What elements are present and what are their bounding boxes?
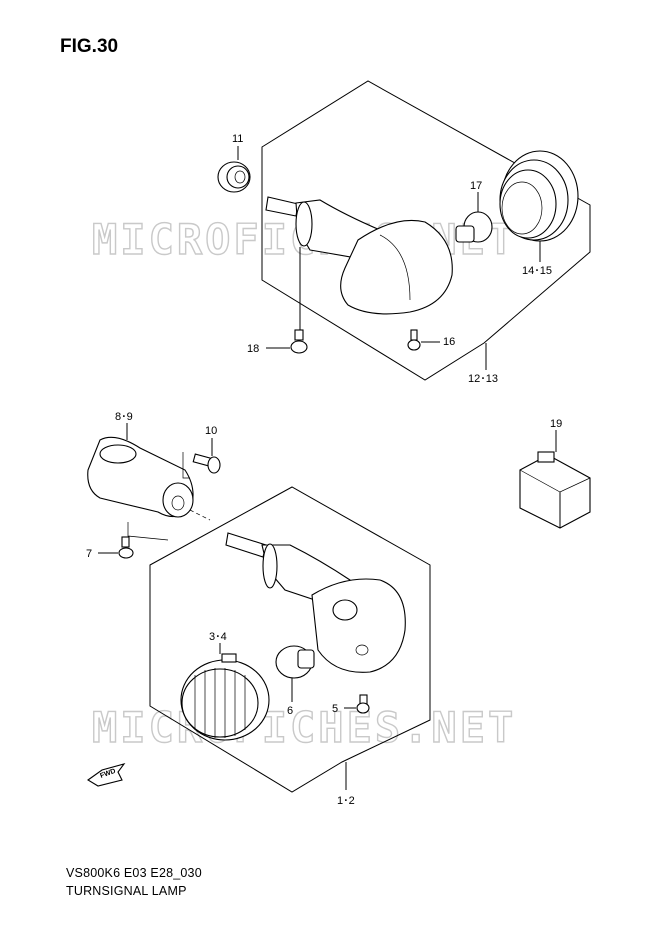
lens-part-14-15 (499, 150, 579, 262)
callout-17: 17 (470, 180, 482, 192)
bracket-part-8-9 (87, 423, 194, 518)
callout-11: 11 (232, 133, 243, 145)
callout-10: 10 (205, 425, 217, 437)
callout-6: 6 (287, 705, 293, 717)
callout-19: 19 (550, 418, 562, 430)
top-lamp-housing (265, 196, 453, 340)
grommet-part-11 (217, 146, 251, 193)
bottom-assembly-frame (149, 486, 431, 793)
lens-part-3-4 (180, 643, 270, 741)
bottom-lamp-housing (225, 532, 406, 673)
leader-dash (189, 509, 211, 521)
callout-14-15: 14･15 (522, 265, 552, 277)
figure-title: FIG.30 (60, 36, 119, 57)
top-assembly-frame (261, 80, 591, 381)
relay-part-19 (519, 430, 591, 529)
callout-3-4: 3･4 (209, 631, 227, 643)
screw-part-18 (266, 329, 308, 354)
bulb-part-6 (275, 645, 315, 702)
screw-part-5 (344, 694, 370, 714)
callout-18: 18 (247, 343, 259, 355)
fwd-arrow-icon: FWD (86, 763, 126, 787)
screw-part-10 (192, 438, 221, 474)
footer-title: TURNSIGNAL LAMP (66, 884, 187, 898)
bracket-guide-line (182, 452, 190, 479)
bracket-guide-line-lower (127, 522, 169, 541)
callout-12-13: 12･13 (468, 373, 498, 385)
footer-code: VS800K6 E03 E28_030 (66, 866, 202, 880)
bulb-part-17 (455, 192, 493, 243)
screw-part-7 (98, 536, 134, 559)
screw-part-16 (407, 329, 440, 351)
watermark-bottom: MICROFICHES.NET (92, 703, 516, 752)
callout-7: 7 (86, 548, 92, 560)
callout-1-2: 1･2 (337, 795, 355, 807)
callout-5: 5 (332, 703, 338, 715)
callout-8-9: 8･9 (115, 411, 133, 423)
callout-16: 16 (443, 336, 455, 348)
